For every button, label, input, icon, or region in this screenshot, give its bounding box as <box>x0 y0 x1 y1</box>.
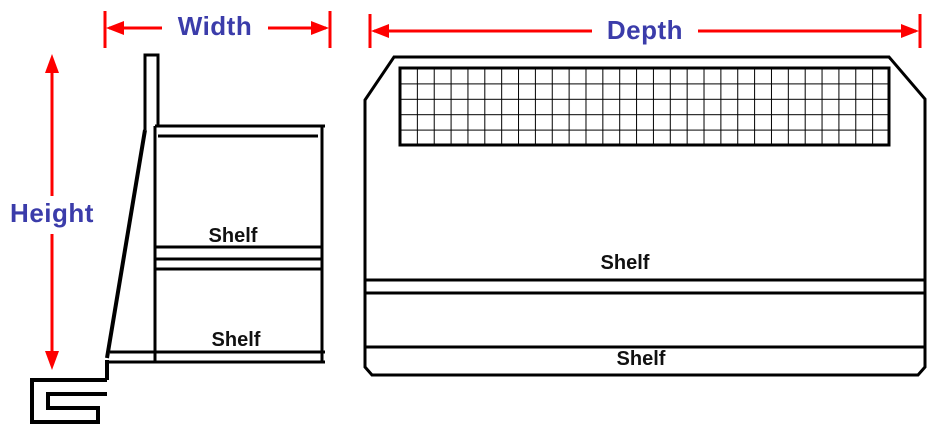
front-outline <box>363 55 927 377</box>
side-upper-shelf-label: Shelf <box>208 225 258 247</box>
side-back-post <box>143 53 160 130</box>
width-dimension-arrow <box>103 11 332 48</box>
front-lower-shelf-label: Shelf <box>616 348 666 370</box>
side-lower-shelf-label: Shelf <box>211 329 261 351</box>
mesh-grid-panel <box>398 66 891 147</box>
side-view-drawing <box>30 53 325 424</box>
height-dimension-label: Height <box>10 198 94 228</box>
width-dimension-label: Width <box>177 11 253 41</box>
depth-dimension-label: Depth <box>606 15 684 45</box>
depth-dimension-arrow <box>368 14 922 48</box>
front-upper-shelf-label: Shelf <box>600 252 650 274</box>
side-slanted-leg <box>105 129 147 359</box>
height-dimension-arrow <box>45 54 59 370</box>
front-view-drawing <box>363 55 927 377</box>
side-floor-bracket <box>30 360 109 424</box>
